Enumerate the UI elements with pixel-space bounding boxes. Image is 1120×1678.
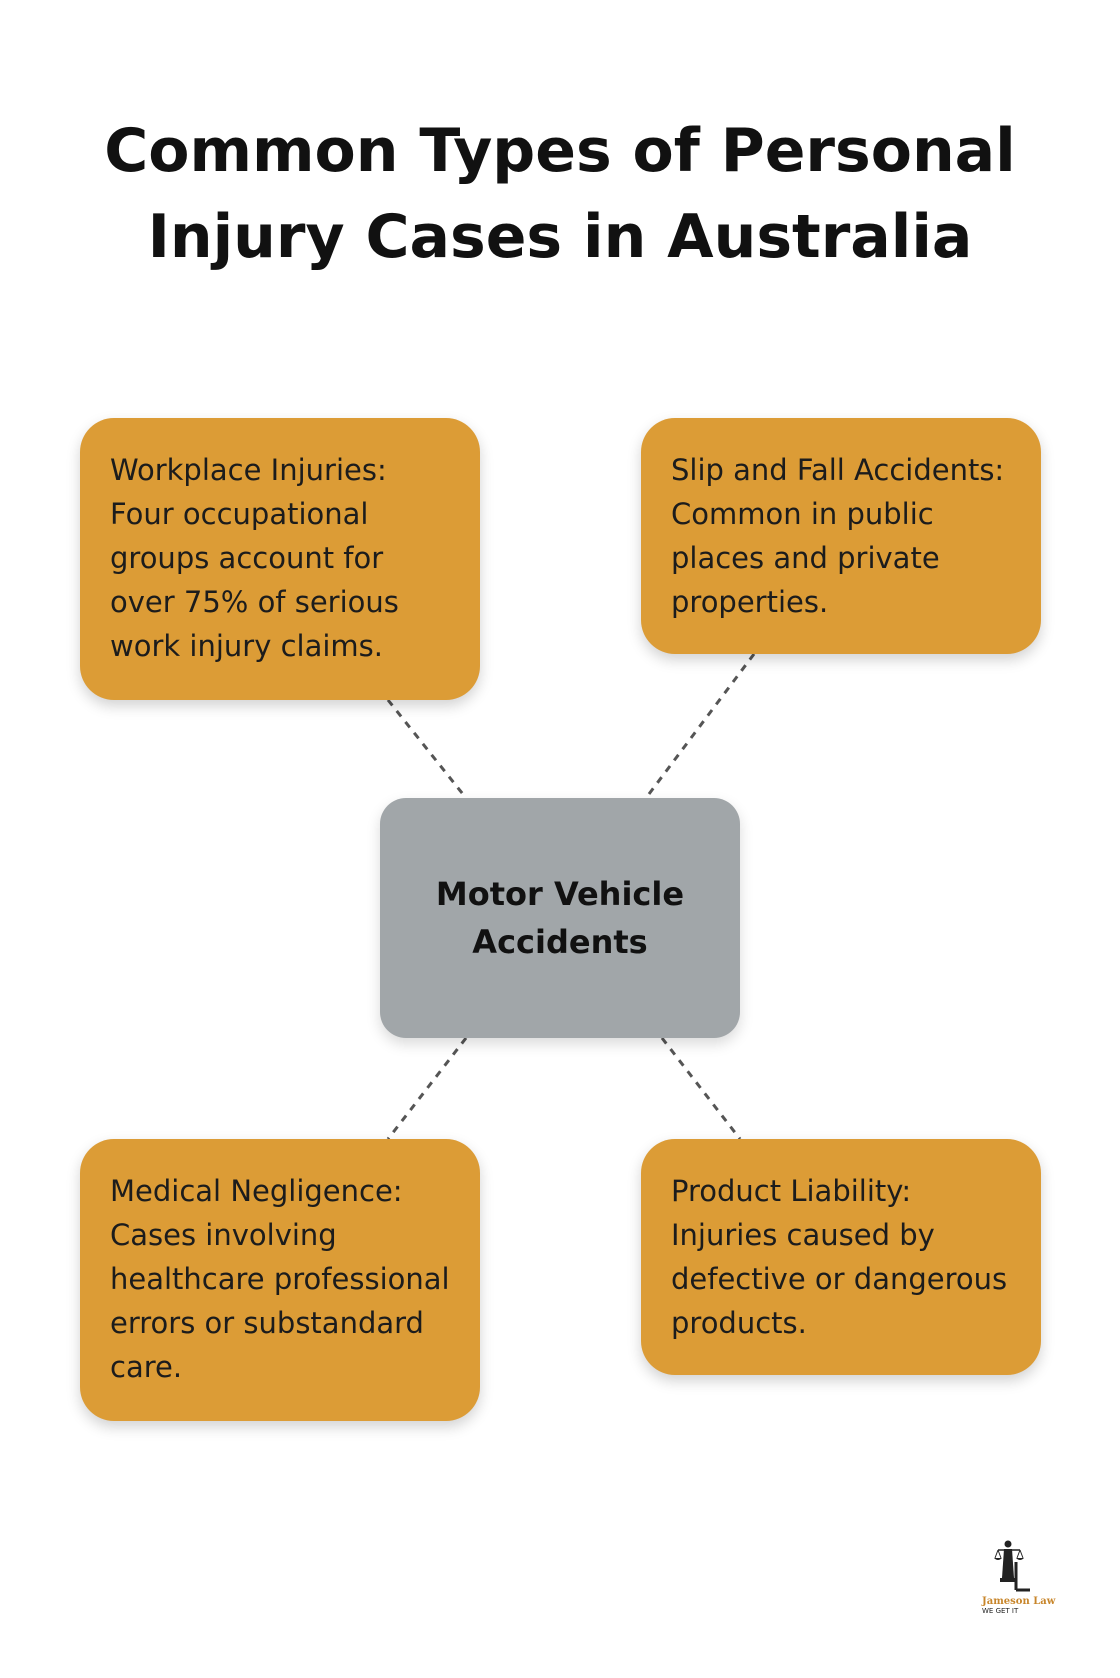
diagram-title: Common Types of Personal Injury Cases in… <box>104 116 1016 272</box>
connector-bottom-left <box>386 1037 468 1140</box>
logo-tagline: WE GET IT <box>982 1607 1019 1615</box>
connector-top-right <box>644 653 756 799</box>
center-node-motor-vehicle-accidents: Motor Vehicle Accidents <box>380 798 740 1038</box>
lady-justice-icon <box>994 1540 1030 1592</box>
node-slip-and-fall-accidents-text: Slip and Fall Accidents: Common in publi… <box>671 453 1005 619</box>
node-product-liability: Product Liability: Injuries caused by de… <box>641 1139 1041 1375</box>
jameson-law-logo: Jameson Law WE GET IT <box>972 1538 1062 1618</box>
connector-bottom-right <box>660 1037 742 1140</box>
node-product-liability-text: Product Liability: Injuries caused by de… <box>671 1174 1008 1340</box>
logo-name: Jameson Law <box>982 1596 1056 1607</box>
node-medical-negligence: Medical Negligence: Cases involving heal… <box>80 1139 480 1421</box>
center-node-label: Motor Vehicle Accidents <box>435 875 685 961</box>
node-workplace-injuries: Workplace Injuries: Four occupational gr… <box>80 418 480 700</box>
connector-top-left <box>386 699 468 799</box>
node-workplace-injuries-text: Workplace Injuries: Four occupational gr… <box>110 453 399 663</box>
node-slip-and-fall-accidents: Slip and Fall Accidents: Common in publi… <box>641 418 1041 654</box>
node-medical-negligence-text: Medical Negligence: Cases involving heal… <box>110 1174 450 1384</box>
